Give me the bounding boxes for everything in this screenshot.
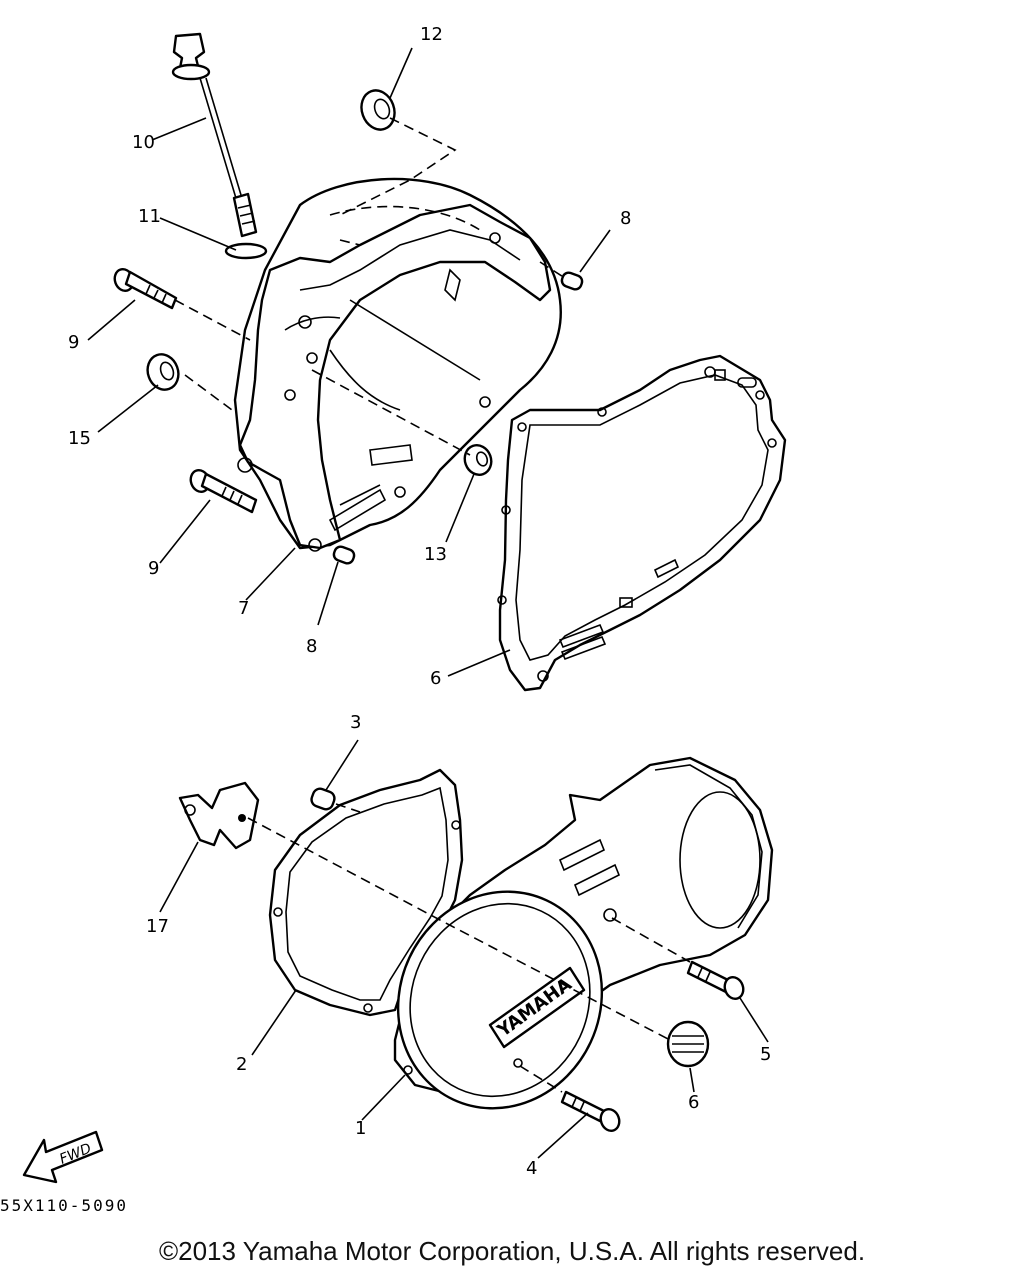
callout-9-upper: 8 (620, 208, 631, 229)
callout-9-lower: 8 (306, 636, 317, 657)
assembly-line (184, 374, 233, 411)
o-ring-part-13 (224, 242, 268, 260)
oil-seal-part-16 (146, 353, 180, 391)
callout-3: 3 (350, 712, 361, 733)
callout-11: 9 (68, 332, 79, 353)
leader-lines (87, 47, 769, 1159)
exploded-parts-diagram: YAMAHA (22, 24, 787, 1184)
bolt-part-11 (113, 268, 178, 310)
plug-part-6 (666, 1020, 710, 1068)
gasket-part-8 (497, 354, 787, 692)
callout-1: 1 (355, 1118, 366, 1139)
callout-2: 2 (236, 1054, 247, 1075)
callout-13: 11 (138, 206, 161, 227)
callout-7: 7 (238, 598, 249, 619)
diagram-reference-code: 55X110-5090 (0, 1196, 128, 1215)
assembly-line (335, 803, 361, 813)
dowel-pin-part-9-lower (332, 545, 356, 565)
copyright-notice: ©2013 Yamaha Motor Corporation, U.S.A. A… (158, 1236, 866, 1266)
bracket-part-17 (178, 781, 260, 850)
crankcase-cover-part-7 (233, 177, 562, 552)
assembly-line (247, 817, 671, 1041)
fwd-arrow-icon: FWD (22, 1130, 104, 1184)
assembly-line (539, 261, 566, 279)
assembly-line (174, 299, 251, 341)
callout-4: 4 (526, 1158, 537, 1179)
assembly-line (339, 117, 457, 216)
callout-12: 10 (132, 132, 155, 153)
oil-seal-part-14 (360, 89, 396, 131)
screw-part-5 (686, 960, 745, 1000)
callout-15: 13 (424, 544, 447, 565)
bolt-part-10 (189, 469, 258, 514)
callout-5: 5 (760, 1044, 771, 1065)
callout-16: 15 (68, 428, 91, 449)
dowel-pin-part-3 (310, 787, 336, 811)
dowel-pin-part-9-upper (560, 271, 584, 291)
callout-8: 6 (430, 668, 441, 689)
callout-17: 17 (146, 916, 169, 937)
callout-10: 9 (148, 558, 159, 579)
crankcase-cover-part-1: YAMAHA (393, 756, 774, 1110)
assembly-line (311, 369, 471, 456)
assembly-line (519, 1065, 563, 1093)
bearing-part-15 (463, 444, 493, 476)
screw-part-4 (560, 1090, 621, 1132)
dipstick-part-12 (171, 32, 258, 238)
callout-6: 6 (688, 1092, 699, 1113)
callout-14: 12 (420, 24, 443, 45)
